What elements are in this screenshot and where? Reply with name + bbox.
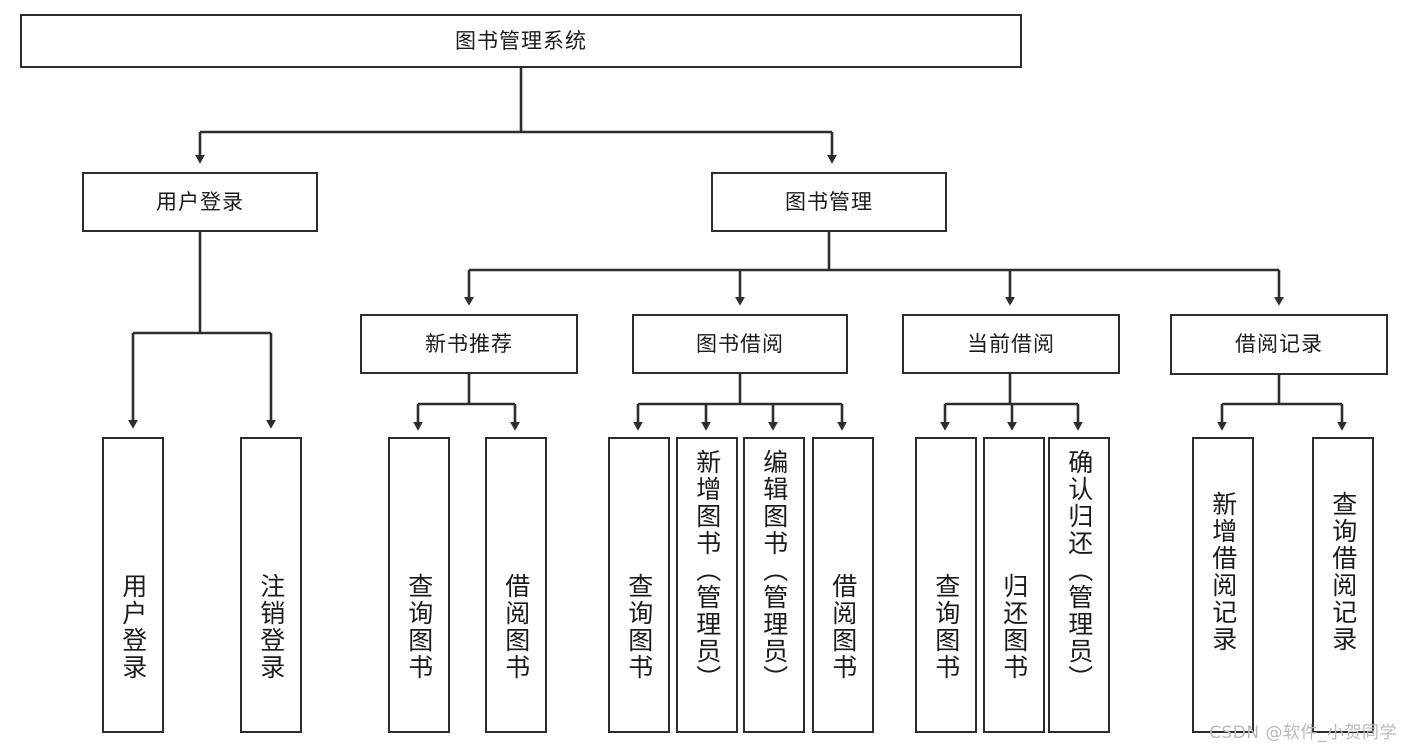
leaf-logout-login-label: 注销登录 xyxy=(256,573,286,681)
node-book-borrow[interactable]: 图书借阅 xyxy=(632,314,848,374)
leaf-query-book-3[interactable]: 查询图书 xyxy=(915,437,977,733)
leaf-query-book-1[interactable]: 查询图书 xyxy=(388,437,450,733)
leaf-query-record[interactable]: 查询借阅记录 xyxy=(1312,437,1374,733)
leaf-edit-book-label: 编辑图书（管理员） xyxy=(759,449,789,692)
leaf-confirm-return[interactable]: 确认归还（管理员） xyxy=(1048,437,1110,733)
node-root[interactable]: 图书管理系统 xyxy=(20,14,1022,68)
node-current-borrow-label: 当前借阅 xyxy=(967,331,1055,356)
node-borrow-record[interactable]: 借阅记录 xyxy=(1170,314,1388,375)
node-book-manage-label: 图书管理 xyxy=(785,189,873,214)
leaf-query-book-2-label: 查询图书 xyxy=(624,573,654,681)
node-user-login-label: 用户登录 xyxy=(156,189,244,214)
leaf-borrow-book-1[interactable]: 借阅图书 xyxy=(485,437,547,733)
leaf-borrow-book-1-label: 借阅图书 xyxy=(501,573,531,681)
node-new-book-recommend[interactable]: 新书推荐 xyxy=(360,314,578,374)
node-book-borrow-label: 图书借阅 xyxy=(696,331,784,356)
node-new-book-recommend-label: 新书推荐 xyxy=(425,331,513,356)
node-current-borrow[interactable]: 当前借阅 xyxy=(902,314,1120,374)
leaf-user-login[interactable]: 用户登录 xyxy=(102,437,164,733)
leaf-query-book-3-label: 查询图书 xyxy=(931,573,961,681)
leaf-return-book-label: 归还图书 xyxy=(999,573,1029,681)
leaf-logout-login[interactable]: 注销登录 xyxy=(240,437,302,733)
leaf-query-book-2[interactable]: 查询图书 xyxy=(608,437,670,733)
leaf-add-record-label: 新增借阅记录 xyxy=(1208,491,1238,653)
node-book-manage[interactable]: 图书管理 xyxy=(711,172,947,232)
node-root-label: 图书管理系统 xyxy=(455,28,587,53)
leaf-return-book[interactable]: 归还图书 xyxy=(983,437,1045,733)
leaf-query-book-1-label: 查询图书 xyxy=(404,573,434,681)
leaf-add-book-label: 新增图书（管理员） xyxy=(692,449,722,692)
leaf-add-record[interactable]: 新增借阅记录 xyxy=(1192,437,1254,733)
leaf-borrow-book-2-label: 借阅图书 xyxy=(828,573,858,681)
leaf-borrow-book-2[interactable]: 借阅图书 xyxy=(812,437,874,733)
leaf-confirm-return-label: 确认归还（管理员） xyxy=(1064,449,1094,692)
node-borrow-record-label: 借阅记录 xyxy=(1235,332,1323,357)
leaf-edit-book[interactable]: 编辑图书（管理员） xyxy=(743,437,805,733)
leaf-user-login-label: 用户登录 xyxy=(118,573,148,681)
leaf-query-record-label: 查询借阅记录 xyxy=(1328,491,1358,653)
node-user-login[interactable]: 用户登录 xyxy=(82,172,318,232)
leaf-add-book[interactable]: 新增图书（管理员） xyxy=(676,437,738,733)
